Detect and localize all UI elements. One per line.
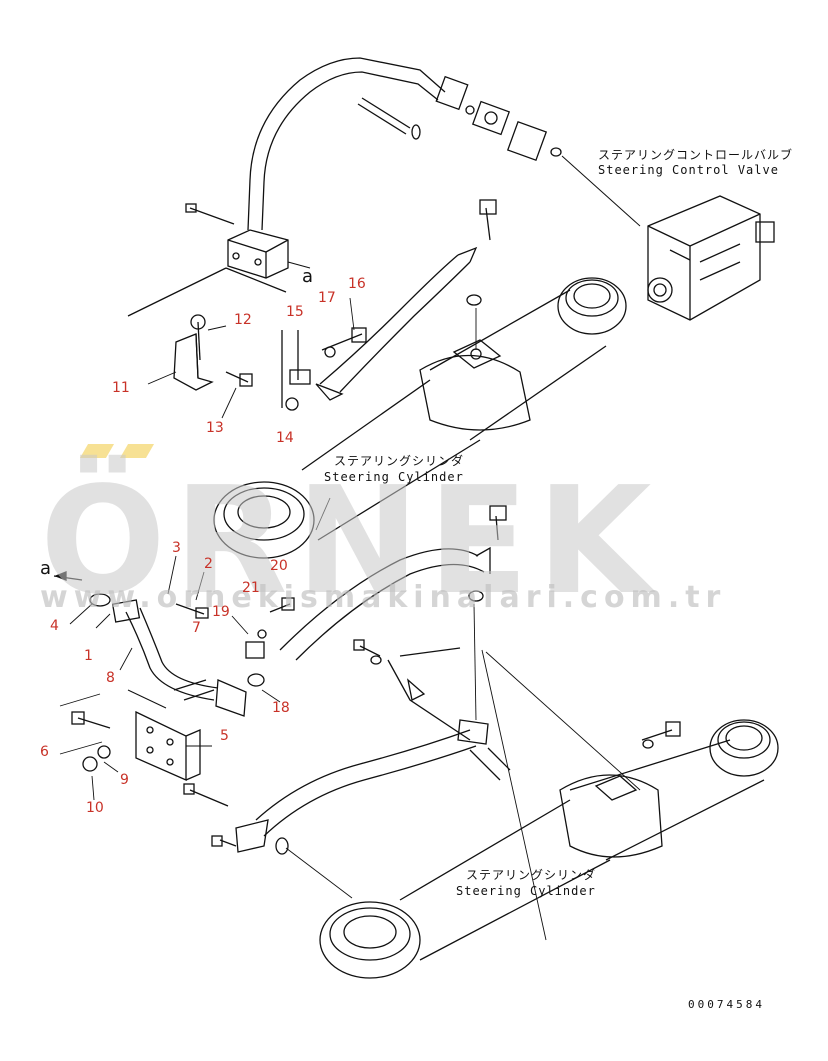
cylinder-upper-label-en: Steering Cylinder xyxy=(324,470,464,484)
reference-a-top: a xyxy=(302,266,314,287)
callout-11: 11 xyxy=(112,380,130,396)
callout-14: 14 xyxy=(276,430,294,446)
left-pipe-1 xyxy=(53,571,247,717)
callout-2: 2 xyxy=(204,556,213,572)
watermark-url: www.ornekismakinalari.com.tr xyxy=(40,580,727,615)
callout-18: 18 xyxy=(272,700,290,716)
lower-pipe xyxy=(183,639,511,855)
cylinder-upper-label-jp: ステアリングシリンダ xyxy=(334,454,465,468)
callout-15: 15 xyxy=(286,304,304,320)
callout-4: 4 xyxy=(50,618,59,634)
cylinder-lower-label-jp: ステアリングシリンダ xyxy=(466,868,597,882)
callout-12: 12 xyxy=(234,312,252,328)
steering-cylinder-upper xyxy=(213,277,627,559)
steering-control-valve xyxy=(647,195,775,321)
upper-flange-bolt xyxy=(357,97,421,140)
callout-13: 13 xyxy=(206,420,224,436)
callout-7: 7 xyxy=(192,620,201,636)
upper-hose xyxy=(315,199,497,401)
callout-9: 9 xyxy=(120,772,129,788)
callout-3: 3 xyxy=(172,540,181,556)
callout-17: 17 xyxy=(318,290,336,306)
valve-flange xyxy=(465,100,562,162)
callout-20: 20 xyxy=(270,558,288,574)
bracket-5 xyxy=(71,689,201,781)
junction-block xyxy=(185,203,311,279)
callout-5: 5 xyxy=(220,728,229,744)
callout-1: 1 xyxy=(84,648,93,664)
lower-hose xyxy=(245,505,507,687)
steering-cylinder-lower xyxy=(319,719,779,979)
cylinder-lower-label-en: Steering Cylinder xyxy=(456,884,596,898)
bracket-11 xyxy=(127,267,287,391)
document-number: 00074584 xyxy=(688,998,765,1011)
callout-19: 19 xyxy=(212,604,230,620)
callout-10: 10 xyxy=(86,800,104,816)
callout-21: 21 xyxy=(242,580,260,596)
callout-6: 6 xyxy=(40,744,49,760)
clamp-15 xyxy=(281,327,367,411)
reference-a-left: a xyxy=(40,558,52,579)
upper-pipe xyxy=(247,57,469,231)
watermark-brand: ÖRNEK xyxy=(40,455,660,627)
callout-8: 8 xyxy=(106,670,115,686)
valve-label-en: Steering Control Valve xyxy=(598,163,779,177)
callout-16: 16 xyxy=(348,276,366,292)
leader-lines xyxy=(59,297,641,941)
valve-label-jp: ステアリングコントロールバルブ xyxy=(598,148,794,162)
